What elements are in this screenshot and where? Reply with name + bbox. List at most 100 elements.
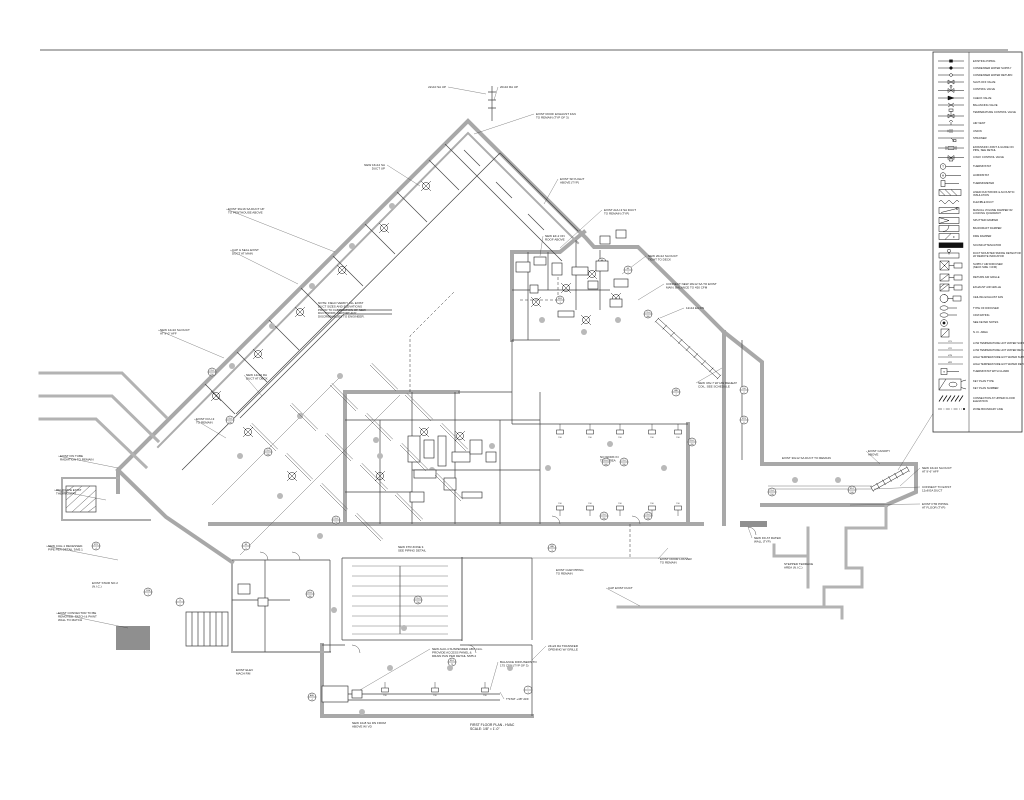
column [447,665,453,671]
legend-symbol [938,95,964,101]
svg-text:150: 150 [558,503,561,505]
interior-partitions-layer [181,86,872,716]
legend-symbol: HTS [938,355,963,358]
legend-label: RETURN AIR GRILLE [973,275,1000,279]
column [489,443,495,449]
svg-text:3: 3 [551,550,553,552]
column [835,477,841,483]
svg-text:S: S [179,600,181,602]
legend-label: FIRE DAMPER [973,234,991,238]
equipment-tag: CUH 1 [143,587,153,597]
legend-symbol: LTR [938,348,963,351]
legend-label: SPLITTER DAMPER [973,218,998,222]
equipment-outline [469,439,483,455]
equipment-tag: SD-1 75 [447,657,457,667]
equipment-tag: CD-1 150 [207,367,217,377]
legend-symbol [939,312,957,318]
column [581,329,587,335]
column [615,317,621,323]
legend-label: BALANCING VALVE [973,103,998,107]
svg-text:150: 150 [483,695,486,697]
svg-text:150: 150 [676,437,679,439]
legend-label: CEILING EXHAUST FAN [973,295,1003,299]
legend-label: ZONE BOUNDARY LINE [973,407,1003,411]
legend-label: CONDENSER WATER RETURN [973,73,1012,77]
legend-symbol [938,137,964,142]
equipment-outline [443,477,457,491]
legend-symbol: H [939,172,961,179]
ceiling-diffuser-symbol [286,470,298,482]
column [237,453,243,459]
legend-label: KEY PLAN TYPE [973,379,994,383]
sidewall-diffuser: 150 [586,503,594,516]
legend-symbol [939,283,963,292]
column [377,453,383,459]
sidewall-diffuser: 150 [648,503,656,516]
legend-box [932,51,1023,433]
svg-text:SD-2: SD-2 [850,488,855,490]
sidewall-diffuser: 150 [616,503,624,516]
equipment-tag: RG-1 300 [305,589,315,599]
legend-symbol [938,189,962,196]
svg-text:RG-1: RG-1 [308,592,314,594]
legend-symbol: T [940,368,959,375]
plan-note: NEW AHU-4 SUSPENDED ABV CLG.PROVIDE ACCE… [432,647,483,658]
legend-label: CHECK VALVE [973,96,992,100]
svg-text:200: 200 [622,464,626,466]
legend-label: LOW TEMPERATURE HOT WATER RETURN [973,348,1024,352]
legend-symbol [938,129,964,133]
column [297,413,303,419]
svg-text:150: 150 [210,374,214,376]
legend-symbol [939,260,963,271]
legend-symbol [938,207,960,214]
equipment-outline [599,235,611,245]
plan-note: EXIST STAIR NO.2(N.I.C.) [92,581,118,588]
column [331,607,337,613]
equipment-outline [257,597,269,607]
legend-symbol [939,305,957,311]
equipment-tag: CD-1 150 [225,415,235,425]
hatched-duct [870,466,910,492]
column [661,465,667,471]
louver-row [394,493,423,522]
equipment-tag: AHU 4 [307,692,317,702]
legend-symbol [938,79,964,85]
ceiling-diffuser-symbol [294,306,306,318]
legend-label: CONTROL VALVE [973,87,995,91]
svg-text:SD-1: SD-1 [450,660,455,662]
column [349,243,355,249]
equipment-tag: EF 2 [623,265,633,275]
legend-label: MANUAL VOLUME DAMPER W/LOCKING QUADRANT [973,208,1013,215]
ceiling-diffuser-symbol [378,222,390,234]
column [792,477,798,483]
svg-text:150: 150 [588,503,591,505]
legend-label: UNION [973,129,982,133]
svg-text:CD-3: CD-3 [416,598,422,600]
ceiling-diffuser-symbol [454,430,466,442]
equipment-outline [515,261,531,273]
svg-text:300: 300 [646,316,650,318]
solid-wall-block [116,626,150,650]
louver-row [404,393,433,422]
column [507,665,513,671]
equipment-tag: CD-2 200 [263,447,273,457]
louver-row [319,483,348,512]
equipment-tag: CD-1 150 [767,487,777,497]
svg-text:6: 6 [743,422,745,424]
equipment-tag: RG-2 450 [687,437,697,447]
equipment-tag: CD-3 250 [413,595,423,605]
legend-label: SOUND ATTENUATOR [973,243,1001,247]
legend-label: KEY PLAN NUMBER [973,386,999,390]
equipment-tag: VAV 3 [547,543,557,553]
svg-text:150: 150 [433,695,436,697]
svg-text:1: 1 [559,302,561,304]
